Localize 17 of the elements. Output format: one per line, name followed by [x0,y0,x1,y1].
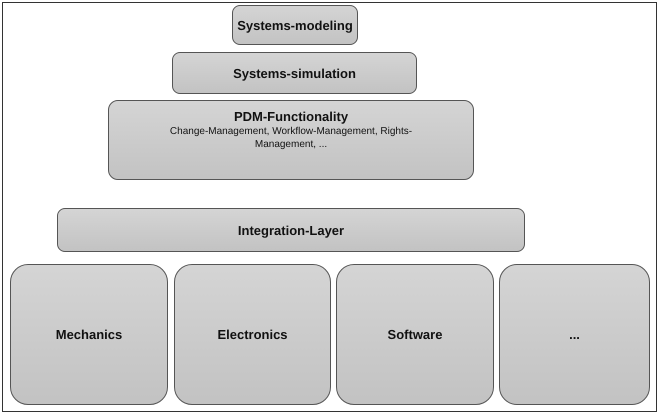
box-description: Change-Management, Workflow-Management, Rights-Management, ... [168,126,414,151]
box-title: Electronics [217,327,288,342]
layer-box [232,5,358,45]
domain-box [336,264,494,405]
layer-box [108,100,474,180]
domain-box [174,264,331,405]
box-title: Mechanics [56,327,122,342]
box-title: Integration-Layer [238,222,344,238]
layer-box [172,52,417,94]
domain-box [10,264,168,405]
domain-box [499,264,650,405]
layer-box [57,208,525,252]
box-title: Systems-simulation [233,66,356,80]
box-title: PDM-Functionality [234,109,348,124]
box-title: Software [388,327,442,342]
box-title: Systems-modeling [237,18,353,32]
box-title: ... [569,327,580,342]
